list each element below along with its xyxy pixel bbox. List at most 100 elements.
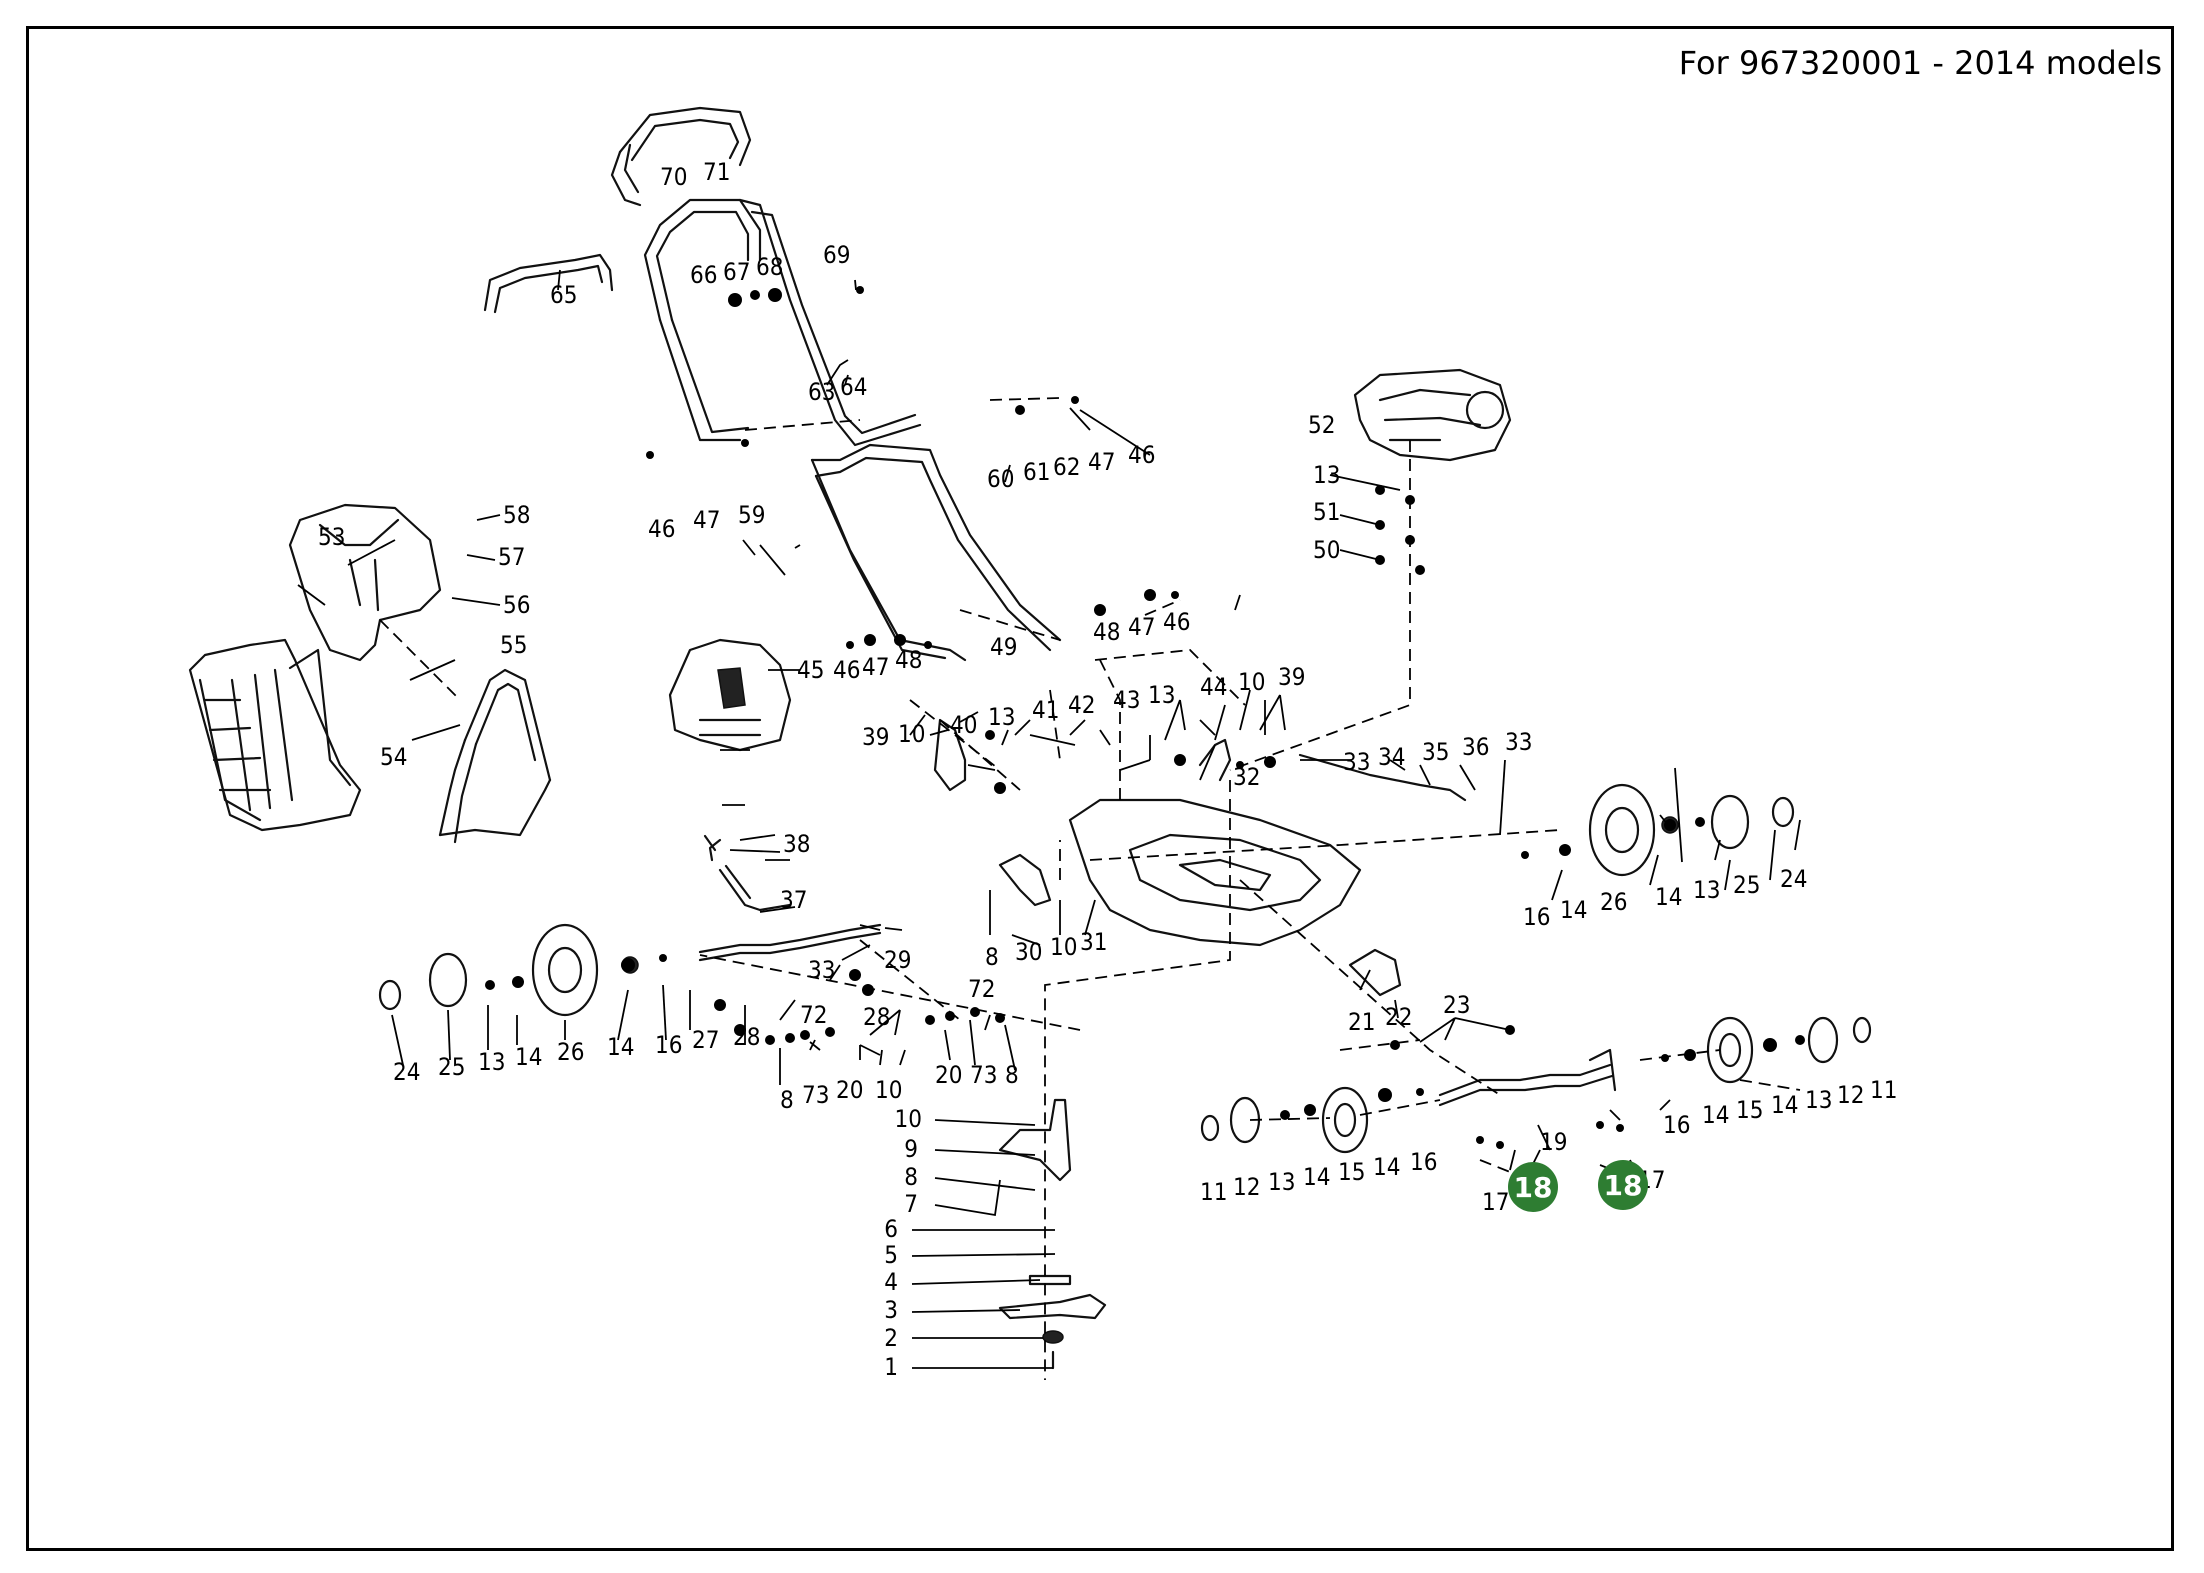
part-label-56: 56 xyxy=(503,591,530,619)
part-label-46-lower: 46 xyxy=(833,656,860,684)
part-label-27: 27 xyxy=(692,1026,719,1054)
part-label-50: 50 xyxy=(1313,536,1340,564)
part-label-13-rear-left: 13 xyxy=(478,1048,505,1076)
part-label-55: 55 xyxy=(500,631,527,659)
mower-deck-drawing xyxy=(1068,798,1362,947)
part-label-16-front-left: 16 xyxy=(1410,1148,1437,1176)
part-label-70: 70 xyxy=(660,163,687,191)
left-wheel-drawing xyxy=(378,923,639,1017)
front-axle-drawing xyxy=(1438,1048,1617,1107)
diagram-frame xyxy=(26,26,2174,1551)
fastener-dots xyxy=(485,286,1805,1149)
part-label-16-rear-left: 16 xyxy=(655,1031,682,1059)
part-label-36: 36 xyxy=(1462,733,1489,761)
part-label-44: 44 xyxy=(1200,673,1227,701)
part-label-59: 59 xyxy=(738,501,765,529)
part-label-8: 8 xyxy=(904,1163,918,1191)
part-label-14b-rear-right: 14 xyxy=(1655,883,1682,911)
part-label-31: 31 xyxy=(1080,928,1107,956)
part-label-20-left: 20 xyxy=(836,1076,863,1104)
highlight-badge-18-right[interactable]: 18 xyxy=(1598,1160,1648,1210)
part-label-68: 68 xyxy=(756,253,783,281)
part-label-64: 64 xyxy=(840,373,867,401)
assembly-lines xyxy=(379,397,1801,1380)
part-label-73-right: 73 xyxy=(970,1061,997,1089)
part-label-33-left: 33 xyxy=(1343,748,1370,776)
part-label-37: 37 xyxy=(780,886,807,914)
part-label-8-left: 8 xyxy=(780,1086,794,1114)
part-label-47-right: 47 xyxy=(1128,613,1155,641)
part-label-14-rear-left: 14 xyxy=(515,1043,542,1071)
grass-bag-drawing xyxy=(188,638,552,844)
front-wheels-drawing xyxy=(1200,1016,1872,1154)
part-label-49: 49 xyxy=(990,633,1017,661)
part-label-13-bracket-right: 13 xyxy=(1148,681,1175,709)
part-label-22: 22 xyxy=(1385,1003,1412,1031)
part-label-13-front-right: 13 xyxy=(1805,1086,1832,1114)
badge-18-left-label: 18 xyxy=(1514,1171,1553,1204)
part-label-53: 53 xyxy=(318,523,345,551)
part-label-65: 65 xyxy=(550,281,577,309)
part-label-33-right: 33 xyxy=(1505,728,1532,756)
part-label-7: 7 xyxy=(904,1190,918,1218)
part-label-28-right: 28 xyxy=(863,1003,890,1031)
badge-18-right-label: 18 xyxy=(1604,1169,1643,1202)
part-label-30: 30 xyxy=(1015,938,1042,966)
part-label-66: 66 xyxy=(690,261,717,289)
part-label-24-right: 24 xyxy=(1780,865,1807,893)
part-label-21: 21 xyxy=(1348,1008,1375,1036)
part-label-47-lower: 47 xyxy=(862,653,889,681)
part-label-34: 34 xyxy=(1378,743,1405,771)
part-label-16-rear-right: 16 xyxy=(1523,903,1550,931)
part-label-8-right: 8 xyxy=(1005,1061,1019,1089)
part-label-54: 54 xyxy=(380,743,407,771)
handle-bracket-drawing xyxy=(483,253,614,314)
part-label-10-flap: 10 xyxy=(1050,933,1077,961)
part-label-57: 57 xyxy=(498,543,525,571)
part-label-40: 40 xyxy=(950,711,977,739)
part-label-61: 61 xyxy=(1023,458,1050,486)
part-label-17-left: 17 xyxy=(1482,1188,1509,1216)
part-label-8-flap: 8 xyxy=(985,943,999,971)
right-wheel-drawing xyxy=(1588,783,1795,877)
part-label-69: 69 xyxy=(823,241,850,269)
rear-flap-drawing xyxy=(288,503,442,662)
part-label-26-right: 26 xyxy=(1600,888,1627,916)
part-label-13-engine: 13 xyxy=(1313,461,1340,489)
part-label-12-right: 12 xyxy=(1837,1081,1864,1109)
engine-drawing xyxy=(1353,368,1512,462)
part-label-26-left: 26 xyxy=(557,1038,584,1066)
battery-drawing xyxy=(668,638,792,752)
part-label-73-left: 73 xyxy=(802,1081,829,1109)
part-label-62: 62 xyxy=(1053,453,1080,481)
part-label-15-right: 15 xyxy=(1736,1096,1763,1124)
part-label-20-right: 20 xyxy=(935,1061,962,1089)
part-label-42: 42 xyxy=(1068,691,1095,719)
part-label-10-bracket-right: 10 xyxy=(1238,668,1265,696)
part-label-48-lower: 48 xyxy=(895,646,922,674)
part-label-51: 51 xyxy=(1313,498,1340,526)
model-header: For 967320001 - 2014 models xyxy=(1678,44,2162,82)
part-label-10-bracket: 10 xyxy=(898,720,925,748)
part-label-16-front-right: 16 xyxy=(1663,1111,1690,1139)
part-label-3: 3 xyxy=(884,1296,898,1324)
part-label-32: 32 xyxy=(1233,763,1260,791)
part-label-14-front-right: 14 xyxy=(1702,1101,1729,1129)
part-label-4: 4 xyxy=(884,1268,898,1296)
part-label-28-left: 28 xyxy=(733,1023,760,1051)
part-label-45: 45 xyxy=(797,656,824,684)
part-label-13-bracket: 13 xyxy=(988,703,1015,731)
part-label-67: 67 xyxy=(723,258,750,286)
part-label-12-left: 12 xyxy=(1233,1173,1260,1201)
part-label-14b-rear-left: 14 xyxy=(607,1033,634,1061)
part-label-46-upper: 46 xyxy=(648,515,675,543)
upper-handle-drawing xyxy=(610,106,922,447)
part-label-19: 19 xyxy=(1540,1128,1567,1156)
part-label-6: 6 xyxy=(884,1215,898,1243)
part-label-46-right: 46 xyxy=(1163,608,1190,636)
part-label-14-front-left: 14 xyxy=(1303,1163,1330,1191)
levers-drawing xyxy=(698,718,1467,997)
highlight-badge-18-left[interactable]: 18 xyxy=(1508,1162,1558,1212)
part-label-11-left: 11 xyxy=(1200,1178,1227,1206)
part-label-24-left: 24 xyxy=(393,1058,420,1086)
